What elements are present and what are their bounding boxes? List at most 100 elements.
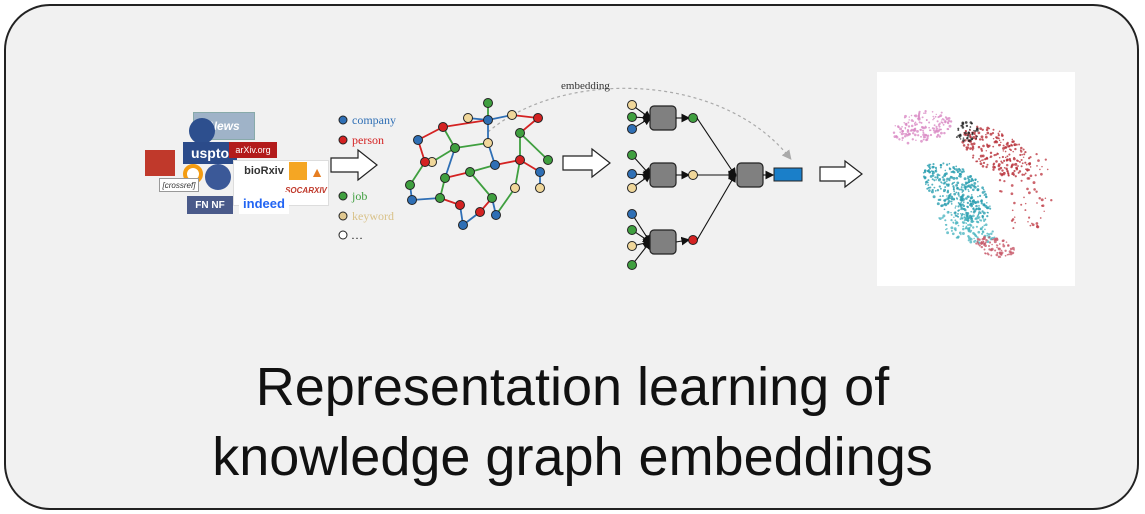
scatter-point bbox=[944, 169, 947, 172]
orange-logo bbox=[289, 162, 307, 180]
scatter-point bbox=[967, 229, 970, 233]
scatter-point bbox=[1026, 187, 1029, 191]
scatter-point bbox=[925, 138, 928, 142]
scatter-point bbox=[981, 232, 984, 235]
scatter-point bbox=[980, 219, 983, 222]
scatter-point bbox=[1040, 198, 1044, 202]
graph-node-person bbox=[420, 157, 430, 167]
scatter-point bbox=[984, 218, 987, 221]
scatter-point bbox=[1017, 165, 1019, 167]
gnn-input-node-job bbox=[627, 150, 637, 160]
scatter-point bbox=[927, 164, 931, 168]
scatter-point bbox=[964, 131, 967, 135]
scatter-point bbox=[1022, 156, 1025, 159]
scatter-point bbox=[1046, 168, 1049, 171]
scatter-point bbox=[960, 186, 963, 189]
scatter-point bbox=[1014, 175, 1017, 178]
graph-node-company bbox=[491, 210, 501, 220]
scatter-point bbox=[963, 184, 966, 187]
scatter-point bbox=[944, 224, 947, 226]
scatter-point bbox=[982, 144, 985, 148]
scatter-point bbox=[970, 142, 974, 146]
scatter-point bbox=[987, 244, 991, 248]
scatter-point bbox=[958, 203, 962, 206]
scatter-point bbox=[951, 170, 955, 174]
scatter-point bbox=[986, 163, 989, 166]
scatter-point bbox=[950, 195, 953, 198]
scatter-point bbox=[1020, 146, 1023, 150]
scatter-point bbox=[1035, 152, 1038, 156]
scatter-point bbox=[943, 181, 947, 184]
scatter-point bbox=[1021, 173, 1024, 176]
indeed-label: indeed bbox=[243, 195, 285, 211]
scatter-point bbox=[963, 177, 967, 181]
scatter-point bbox=[917, 134, 920, 137]
scatter-point bbox=[901, 125, 903, 128]
scatter-point bbox=[906, 133, 909, 137]
scatter-point bbox=[948, 179, 951, 182]
scatter-point bbox=[981, 165, 985, 168]
scatter-point bbox=[910, 119, 914, 122]
scatter-point bbox=[972, 142, 976, 146]
scatter-point bbox=[995, 238, 999, 242]
scatter-point bbox=[979, 162, 983, 166]
scatter-point bbox=[1044, 158, 1047, 161]
scatter-point bbox=[979, 127, 982, 130]
scatter-point bbox=[903, 121, 905, 124]
scatter-point bbox=[982, 211, 986, 215]
final-aggregator-box bbox=[736, 162, 764, 188]
scatter-point bbox=[1027, 220, 1029, 223]
scatter-point bbox=[920, 126, 924, 129]
scatter-point bbox=[936, 173, 940, 177]
scatter-point bbox=[989, 151, 993, 155]
scatter-point bbox=[977, 195, 979, 198]
scatter-point bbox=[1020, 165, 1023, 168]
scatter-point bbox=[958, 175, 961, 178]
scatter-point bbox=[1011, 173, 1014, 175]
scatter-point bbox=[926, 181, 929, 184]
news-label: News bbox=[208, 119, 240, 133]
scatter-point bbox=[993, 237, 997, 241]
scatter-point bbox=[950, 218, 953, 222]
scatter-point bbox=[933, 179, 936, 182]
scatter-point bbox=[976, 135, 978, 138]
scatter-point bbox=[910, 124, 914, 128]
globe-logo bbox=[189, 118, 215, 144]
scatter-point bbox=[986, 131, 990, 135]
scatter-point bbox=[950, 229, 953, 232]
scatter-point bbox=[1006, 158, 1009, 162]
scatter-point bbox=[972, 208, 975, 211]
graph-node-job bbox=[487, 193, 497, 203]
scatter-point bbox=[969, 126, 972, 128]
scatter-point bbox=[995, 160, 998, 163]
graph-edge bbox=[495, 187, 516, 216]
scatter-point bbox=[1007, 244, 1010, 247]
scatter-point bbox=[995, 253, 999, 257]
legend-other-label: … bbox=[351, 228, 363, 242]
scatter-point bbox=[931, 110, 934, 113]
scatter-point bbox=[987, 233, 991, 236]
scatter-point bbox=[977, 216, 981, 219]
scatter-point bbox=[952, 221, 954, 223]
scatter-point bbox=[973, 129, 975, 132]
scatter-point bbox=[949, 120, 953, 123]
scatter-point bbox=[940, 204, 943, 208]
scatter-point bbox=[970, 217, 974, 221]
scatter-point bbox=[984, 241, 987, 244]
scatter-point bbox=[984, 135, 988, 139]
scatter-point bbox=[1000, 160, 1003, 163]
scatter-point bbox=[1039, 217, 1042, 219]
scatter-point bbox=[985, 206, 989, 210]
graph-node-keyword bbox=[483, 138, 493, 148]
gnn-merge-edge bbox=[696, 117, 737, 177]
scatter-point bbox=[969, 147, 972, 150]
scatter-point bbox=[963, 216, 966, 219]
scatter-point bbox=[939, 166, 942, 169]
scatter-point bbox=[930, 170, 933, 173]
graph-node-person bbox=[533, 113, 543, 123]
scatter-point bbox=[969, 135, 972, 138]
scatter-point bbox=[985, 165, 988, 169]
scatter-point bbox=[908, 116, 911, 118]
scatter-point bbox=[967, 195, 970, 198]
scatter-point bbox=[977, 131, 981, 135]
